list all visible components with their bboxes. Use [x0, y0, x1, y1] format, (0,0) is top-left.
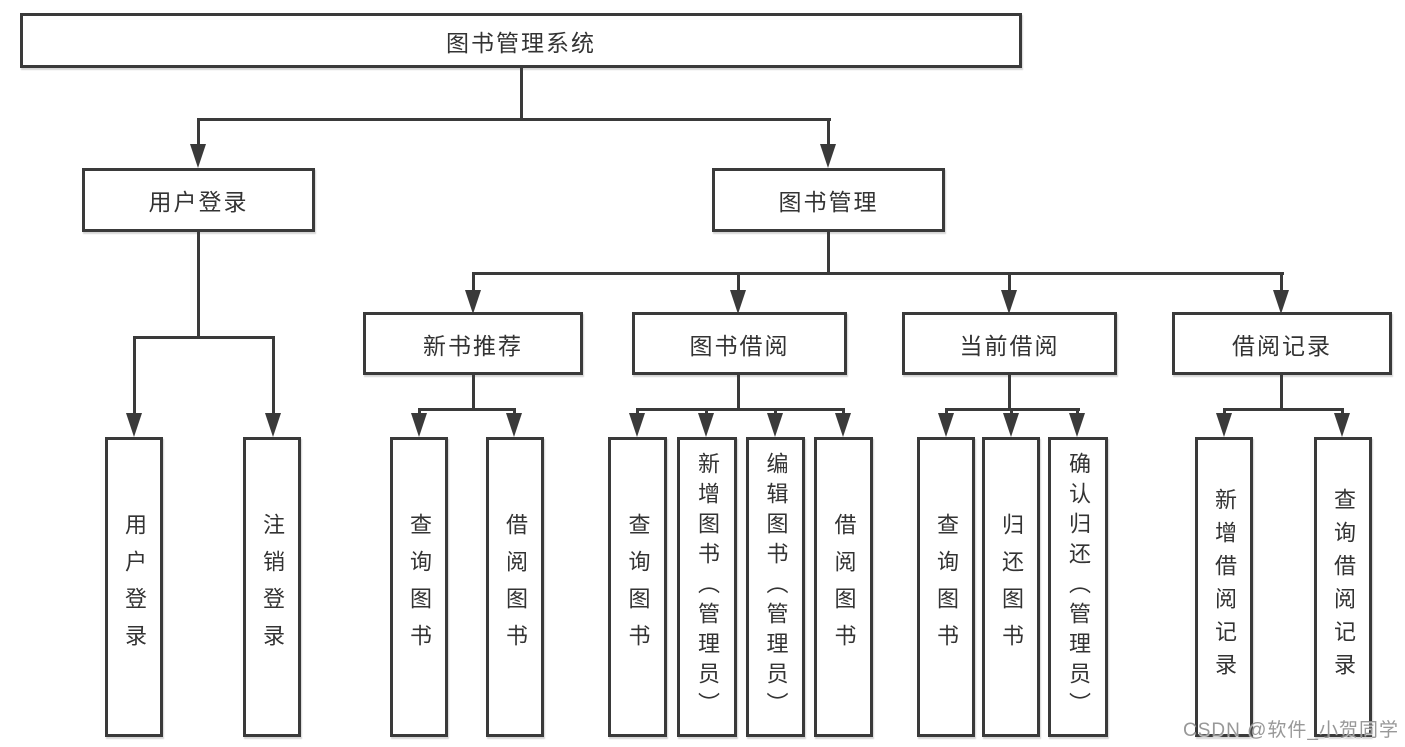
connector-root-rail	[197, 118, 831, 121]
node-label: 用户登录	[148, 189, 249, 215]
connector-arrow-shaft	[774, 408, 777, 416]
node-leaf-logout-login: 注销登录	[243, 437, 301, 737]
node-book-borrowing: 图书借阅	[632, 312, 847, 375]
node-leaf-query-books-current: 查询图书	[917, 437, 975, 737]
arrow-down-icon	[465, 290, 481, 314]
node-book-management-system: 图书管理系统	[20, 13, 1022, 68]
arrow-down-icon	[938, 413, 954, 437]
node-leaf-confirm-return-admin: 确认归还（管理员）	[1048, 437, 1108, 737]
node-current-borrowing: 当前借阅	[902, 312, 1117, 375]
node-label: 图书管理	[778, 189, 879, 215]
connector-arrow-shaft	[636, 408, 639, 416]
node-label: 确认归还（管理员）	[1066, 452, 1091, 722]
arrow-down-icon	[265, 413, 281, 437]
connector-arrow-shaft	[418, 408, 421, 416]
arrow-down-icon	[126, 413, 142, 437]
node-leaf-add-borrow-record: 新增借阅记录	[1195, 437, 1253, 737]
node-label: 归还图书	[999, 513, 1024, 661]
node-leaf-edit-books-admin: 编辑图书（管理员）	[746, 437, 805, 737]
node-leaf-user-login: 用户登录	[105, 437, 163, 737]
arrow-down-icon	[1273, 290, 1289, 314]
arrow-down-icon	[767, 413, 783, 437]
connector-arrow-shaft	[472, 272, 475, 292]
connector-arrow-shaft	[1076, 408, 1079, 416]
node-label: 图书管理系统	[446, 29, 596, 56]
node-label: 查询借阅记录	[1331, 488, 1356, 686]
node-label: 编辑图书（管理员）	[763, 452, 789, 722]
node-book-management: 图书管理	[712, 168, 945, 232]
node-new-book-recommend: 新书推荐	[363, 312, 583, 375]
connector-book-mgmt-rail	[473, 272, 1284, 275]
node-label: 借阅记录	[1232, 332, 1332, 359]
connector-arrow-shaft	[1341, 408, 1344, 416]
connector-arrow-shaft	[737, 272, 740, 292]
node-label: 查询图书	[625, 513, 651, 661]
arrow-down-icon	[1069, 413, 1085, 437]
connector-user-login-stem	[197, 232, 200, 336]
connector-arrow-shaft	[197, 118, 200, 146]
arrow-down-icon	[1003, 413, 1019, 437]
connector-arrow-shaft	[133, 336, 136, 414]
connector-book-borrow-stem	[737, 375, 740, 408]
connector-borrow-records-rail	[1223, 408, 1344, 411]
csdn-watermark: CSDN @软件_小贺同学	[1183, 720, 1399, 741]
connector-root-stem	[520, 68, 523, 118]
node-leaf-query-borrow-record: 查询借阅记录	[1314, 437, 1372, 737]
connector-arrow-shaft	[1010, 408, 1013, 416]
node-label: 用户登录	[122, 513, 147, 661]
node-label: 查询图书	[407, 513, 432, 661]
node-label: 借阅图书	[503, 513, 528, 661]
node-label: 新增借阅记录	[1212, 488, 1237, 686]
node-label: 图书借阅	[689, 332, 790, 359]
arrow-down-icon	[411, 413, 427, 437]
arrow-down-icon	[820, 144, 836, 168]
arrow-down-icon	[506, 413, 522, 437]
connector-arrow-shaft	[1280, 272, 1283, 292]
connector-arrow-shaft	[705, 408, 708, 416]
arrow-down-icon	[190, 144, 206, 168]
connector-user-login-rail	[133, 336, 275, 339]
node-leaf-query-books-borrowing: 查询图书	[608, 437, 667, 737]
connector-current-borrow-stem	[1008, 375, 1011, 408]
arrow-down-icon	[1001, 290, 1017, 314]
arrow-down-icon	[698, 413, 714, 437]
connector-arrow-shaft	[1223, 408, 1226, 416]
arrow-down-icon	[835, 413, 851, 437]
node-leaf-add-books-admin: 新增图书（管理员）	[677, 437, 737, 737]
arrow-down-icon	[1216, 413, 1232, 437]
connector-arrow-shaft	[513, 408, 516, 416]
connector-arrow-shaft	[1008, 272, 1011, 292]
connector-new-book-rail	[418, 408, 516, 411]
node-label: 新增图书（管理员）	[695, 452, 720, 722]
connector-book-borrow-rail	[636, 408, 845, 411]
node-user-login: 用户登录	[82, 168, 315, 232]
connector-arrow-shaft	[827, 118, 830, 146]
arrow-down-icon	[1334, 413, 1350, 437]
node-label: 查询图书	[934, 513, 959, 661]
arrow-down-icon	[629, 413, 645, 437]
node-leaf-query-books-recommend: 查询图书	[390, 437, 448, 737]
connector-arrow-shaft	[272, 336, 275, 414]
node-leaf-return-books: 归还图书	[982, 437, 1040, 737]
node-label: 当前借阅	[959, 332, 1060, 359]
node-borrowing-records: 借阅记录	[1172, 312, 1392, 375]
node-leaf-borrow-books: 借阅图书	[814, 437, 873, 737]
node-label: 新书推荐	[423, 332, 523, 359]
connector-arrow-shaft	[842, 408, 845, 416]
node-label: 借阅图书	[831, 513, 857, 661]
connector-book-mgmt-stem	[827, 232, 830, 272]
node-label: 注销登录	[260, 513, 285, 661]
connector-borrow-records-stem	[1280, 375, 1283, 408]
arrow-down-icon	[730, 290, 746, 314]
connector-arrow-shaft	[945, 408, 948, 416]
node-leaf-borrow-books-recommend: 借阅图书	[486, 437, 544, 737]
connector-new-book-stem	[472, 375, 475, 408]
